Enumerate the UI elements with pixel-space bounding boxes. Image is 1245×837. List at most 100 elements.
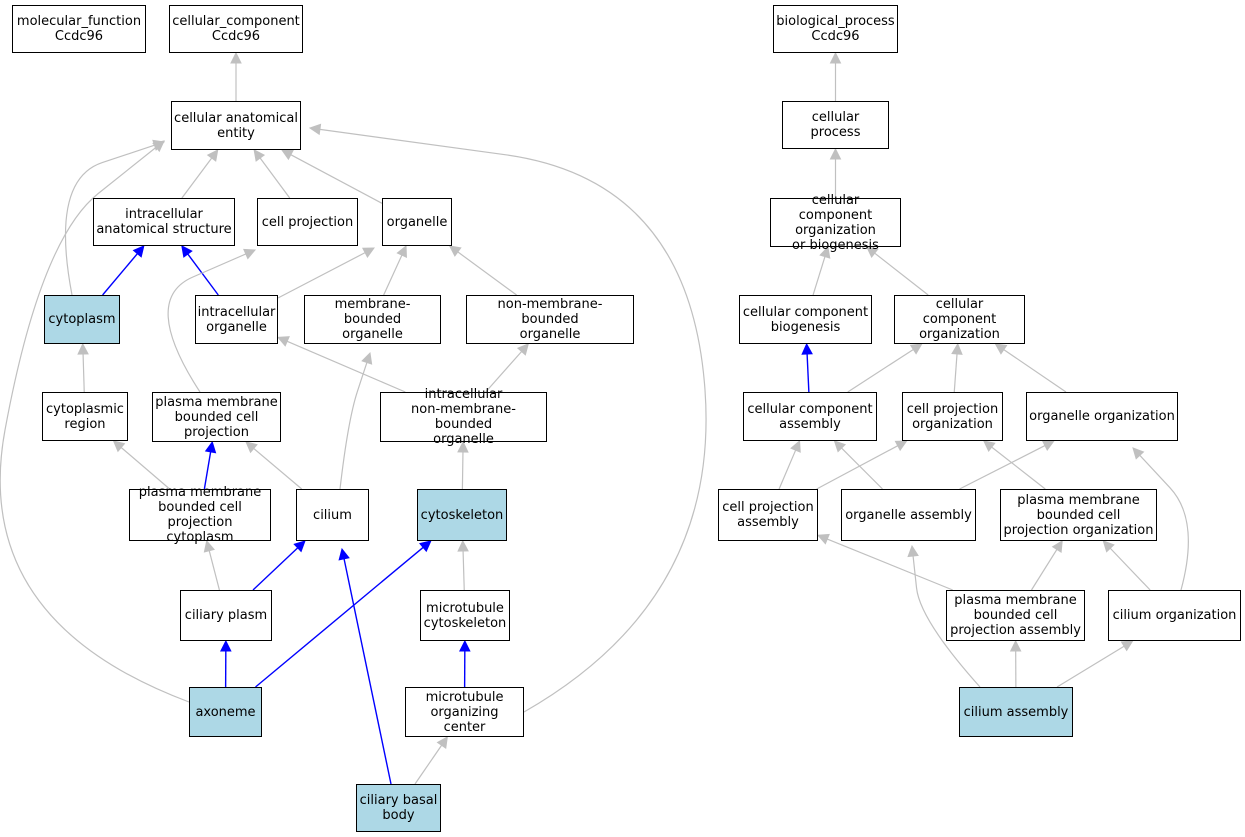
node-cellular-process[interactable]: cellular process: [782, 101, 889, 149]
arrowhead-io-to-org: [362, 247, 375, 259]
arrowhead-pmbcpa-to-pmbcpo: [1051, 540, 1063, 553]
edge-pmbcpa-to-cpa: [827, 538, 953, 591]
arrowhead-axo-to-cpl: [220, 639, 232, 652]
edge-pmbcpo-to-cpo: [991, 446, 1046, 490]
arrowhead-cpa-to-cpo: [894, 440, 908, 452]
arrowhead-cbb-to-mtoc: [436, 736, 448, 749]
edge-org-to-cae: [290, 154, 383, 204]
node-intracellular-anatomical-structure[interactable]: intracellular anatomical structure: [93, 198, 235, 246]
arrowhead-mtoc-to-mtc: [459, 639, 471, 652]
edge-pmbcpc-to-pmbcp: [203, 451, 212, 490]
arrowhead-oa-to-cca: [833, 440, 847, 453]
node-plasma-membrane-bounded-cell-projection-organization[interactable]: plasma membrane bounded cell projection …: [1000, 489, 1157, 541]
edge-cca-to-cco: [847, 348, 914, 393]
edge-cproj-to-cae: [259, 157, 291, 199]
node-molecular-function[interactable]: molecular_function Ccdc96: [12, 5, 146, 53]
edge-pmbcp-to-cproj: [167, 253, 247, 393]
edge-inmbo-to-io: [286, 340, 406, 393]
arrowhead-nmbo-to-org: [448, 245, 462, 257]
edge-oa-to-cca: [841, 447, 883, 490]
node-organelle-organization[interactable]: organelle organization: [1026, 392, 1178, 441]
node-membrane-bounded-organelle[interactable]: membrane-bounded organelle: [304, 295, 441, 344]
node-biological-process[interactable]: biological_process Ccdc96: [773, 5, 898, 53]
arrowhead-oa-to-oo: [1041, 440, 1055, 451]
node-cilium-assembly[interactable]: cilium assembly: [959, 687, 1073, 737]
arrowhead-pmbcpo-to-cpo: [982, 440, 996, 453]
edge-cbb-to-mtoc: [414, 744, 443, 785]
node-cellular-component-organization-or-biogenesis[interactable]: cellular component organization or bioge…: [770, 193, 901, 253]
arrowhead-pmbcpc-to-pmbcp: [204, 440, 217, 454]
edge-cyto-to-cae: [64, 144, 155, 296]
edge-mtoc-to-cae: [319, 128, 707, 713]
arrowhead-pmbcp-to-cproj: [243, 248, 257, 260]
node-microtubule-cytoskeleton[interactable]: microtubule cytoskeleton: [420, 590, 510, 641]
node-non-membrane-bounded-organelle[interactable]: non-membrane-bounded organelle: [466, 295, 634, 344]
node-organelle[interactable]: organelle: [382, 198, 452, 246]
node-microtubule-organizing-center[interactable]: microtubule organizing center: [405, 687, 524, 737]
edge-cco-to-ccob: [874, 252, 929, 296]
arrowhead-inmbo-to-io: [276, 336, 290, 347]
edge-oa-to-oo: [959, 445, 1046, 490]
arrowhead-ias-to-cae: [206, 149, 219, 162]
node-plasma-membrane-bounded-cell-projection-assembly[interactable]: plasma membrane bounded cell projection …: [946, 590, 1085, 641]
node-cell-projection[interactable]: cell projection: [257, 198, 358, 246]
node-ciliary-basal-body[interactable]: ciliary basal body: [356, 784, 441, 832]
arrowhead-cila-to-oa: [907, 544, 919, 558]
edge-cil-to-pmbcp: [253, 447, 303, 490]
arrowhead-cpa-to-cca: [790, 439, 801, 453]
arrowhead-cil-to-pmbcp: [245, 441, 258, 454]
arrowhead-cila-to-pmbcpa: [1009, 639, 1022, 652]
edge-axo-to-cae: [0, 146, 190, 703]
edge-cilo-to-oo: [1139, 454, 1189, 591]
edge-cilo-to-pmbcpo: [1109, 547, 1151, 591]
node-plasma-membrane-bounded-cell-projection-cytoplasm[interactable]: plasma membrane bounded cell projection …: [129, 485, 271, 545]
edge-cr-to-cyto: [82, 353, 85, 393]
arrowhead-mbo-to-org: [396, 244, 407, 258]
node-intracellular-non-membrane-bounded-organelle[interactable]: intracellular non-membrane-bounded organ…: [380, 387, 547, 447]
edge-ccb-to-ccob: [812, 256, 826, 296]
arrowhead-ccb-to-ccob: [819, 245, 831, 259]
node-cilium-organization[interactable]: cilium organization: [1108, 590, 1241, 641]
arrowhead-cilo-to-pmbcpo: [1102, 540, 1115, 553]
arrowhead-cpo-to-cco: [951, 342, 963, 355]
arrowhead-cp-to-bp: [829, 51, 842, 64]
node-cellular-component-assembly[interactable]: cellular component assembly: [743, 392, 877, 441]
node-cytoskeleton[interactable]: cytoskeleton: [417, 489, 507, 541]
node-cellular-anatomical-entity[interactable]: cellular anatomical entity: [171, 101, 301, 150]
arrowhead-cco-to-ccob: [865, 246, 879, 259]
node-intracellular-organelle[interactable]: intracellular organelle: [195, 295, 278, 344]
edge-cpa-to-cpo: [816, 445, 899, 490]
arrowhead-cil-to-mbo: [361, 351, 373, 365]
edge-pmbcpa-to-pmbcpo: [1030, 549, 1058, 591]
arrowhead-cproj-to-cae: [253, 149, 266, 162]
node-cell-projection-organization[interactable]: cell projection organization: [902, 392, 1003, 441]
node-cytoplasmic-region[interactable]: cytoplasmic region: [42, 392, 128, 441]
node-organelle-assembly[interactable]: organelle assembly: [841, 489, 976, 541]
arrowhead-cpl-to-cil: [293, 540, 306, 553]
edge-cpl-to-cil: [252, 547, 299, 591]
arrowhead-cca-to-ccb: [801, 342, 813, 355]
edge-ias-to-cae: [181, 157, 213, 199]
node-cellular-component-biogenesis[interactable]: cellular component biogenesis: [739, 295, 872, 344]
arrowhead-cae-to-cc: [230, 51, 242, 64]
node-cellular-component-organization[interactable]: cellular component organization: [894, 295, 1025, 344]
edge-cca-to-ccb: [806, 353, 810, 393]
node-cell-projection-assembly[interactable]: cell projection assembly: [718, 489, 818, 541]
arrowhead-cpl-to-pmbcpc: [203, 539, 215, 553]
edge-inmbo-to-nmbo: [485, 351, 523, 393]
arrowhead-io-to-ias: [181, 245, 193, 258]
node-ciliary-plasm[interactable]: ciliary plasm: [180, 590, 272, 641]
node-plasma-membrane-bounded-cell-projection[interactable]: plasma membrane bounded cell projection: [152, 392, 281, 442]
arrowhead-cyto-to-ias: [132, 245, 145, 258]
edge-mtc-to-csk: [462, 550, 465, 591]
node-cellular-component[interactable]: cellular_component Ccdc96: [169, 5, 303, 53]
edge-pmbcpc-to-cr: [120, 447, 171, 490]
edge-mbo-to-org: [383, 254, 403, 296]
node-cilium[interactable]: cilium: [296, 489, 369, 541]
node-cytoplasm[interactable]: cytoplasm: [44, 295, 120, 344]
node-axoneme[interactable]: axoneme: [189, 687, 262, 737]
edge-nmbo-to-org: [457, 251, 517, 296]
edge-io-to-ias: [187, 253, 219, 296]
edge-axo-to-csk: [255, 546, 424, 688]
